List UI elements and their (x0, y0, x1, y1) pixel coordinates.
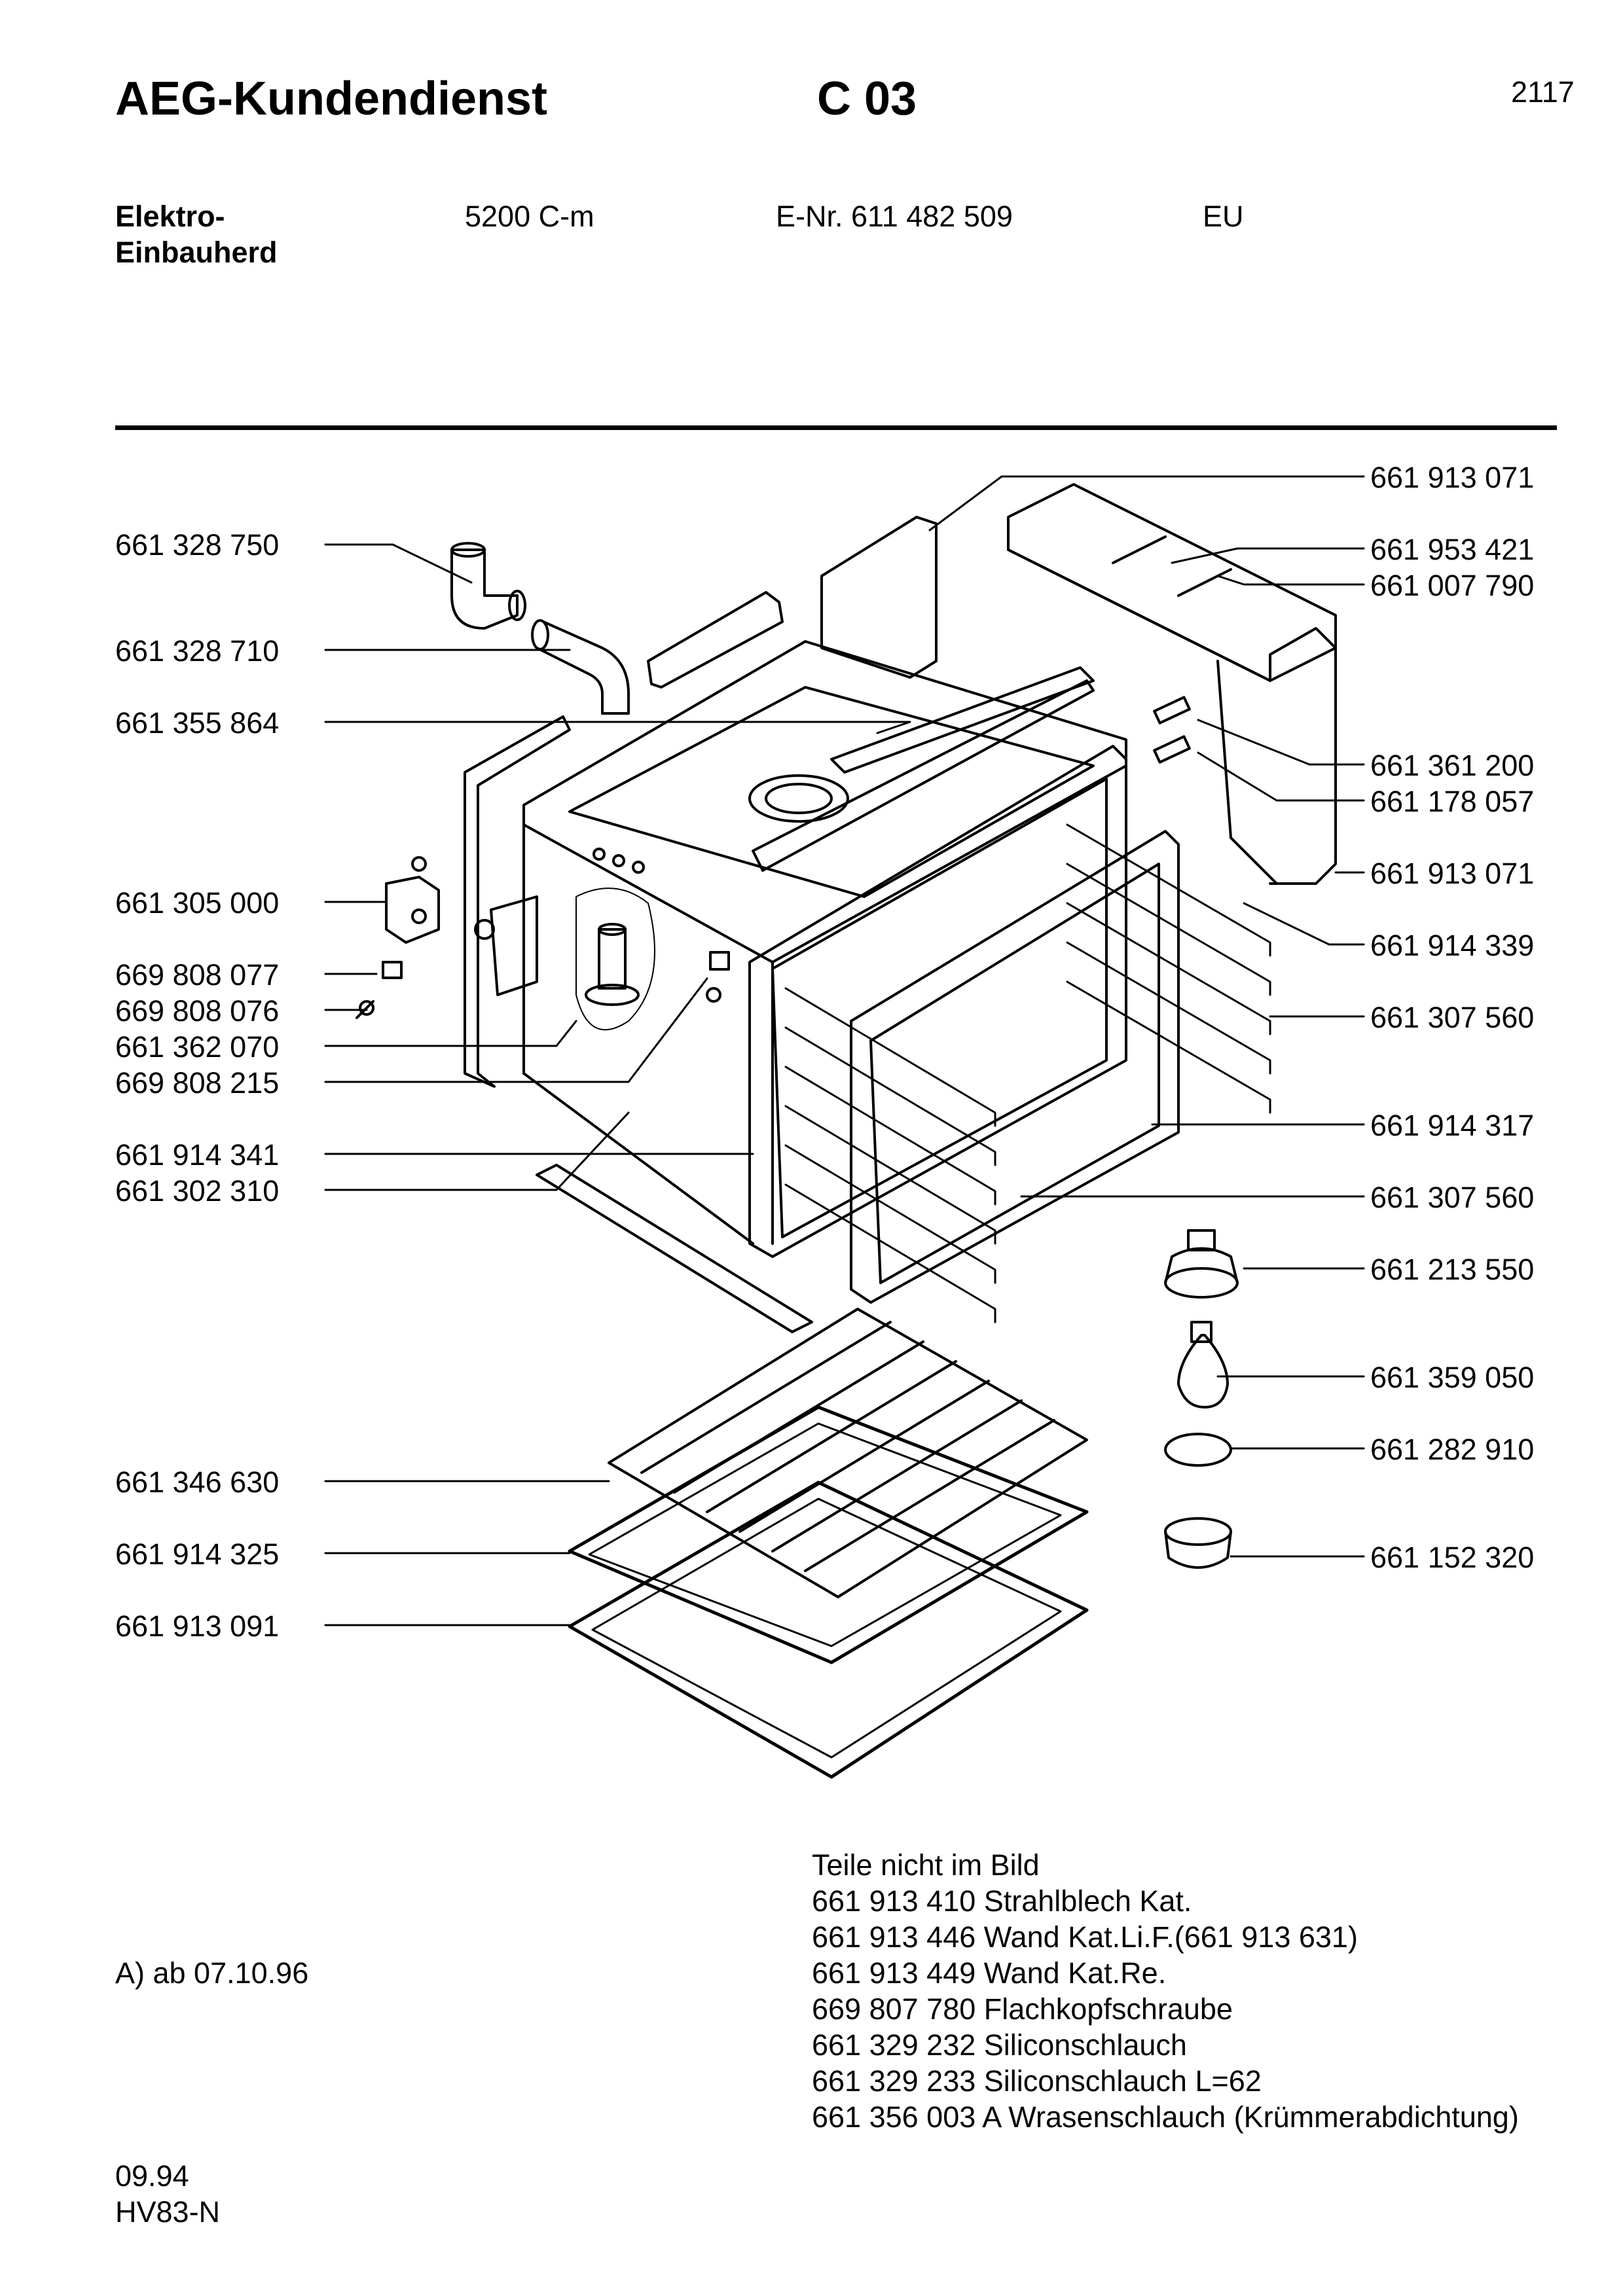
grill-frame (568, 1405, 1089, 1664)
frame-inner (588, 1422, 1062, 1647)
brand-title: AEG-Kundendienst (115, 73, 547, 125)
back-panel-top (820, 516, 938, 679)
part-label-left: 661 328 710 (115, 634, 280, 668)
part-label-left: 661 328 750 (115, 528, 280, 562)
part-label-left: 661 914 341 (115, 1138, 280, 1172)
part-label-right: 661 307 560 (1370, 1001, 1535, 1034)
part-label-right: 661 152 320 (1370, 1541, 1535, 1574)
region-code: EU (1203, 200, 1244, 233)
lamp-bulb (1177, 1321, 1229, 1408)
part-label-right: 661 007 790 (1370, 569, 1535, 602)
notes-item: 661 329 232 Siliconschlauch (812, 2028, 1187, 2062)
shelf-supports (784, 823, 1271, 1323)
model-number: 5200 C-m (465, 200, 594, 233)
part-label-left: 669 808 215 (115, 1066, 280, 1100)
side-strip-top (647, 591, 784, 689)
part-label-right: 661 282 910 (1370, 1433, 1535, 1466)
part-label-right: 661 914 317 (1370, 1109, 1535, 1142)
lamp-seal-ring (1164, 1433, 1232, 1467)
notes-item: 669 807 780 Flachkopfschraube (812, 1992, 1233, 2026)
document-code: HV83-N (115, 2195, 221, 2229)
part-label-right: 661 913 071 (1370, 857, 1535, 890)
part-label-left: 661 914 325 (115, 1537, 280, 1571)
revision-note: A) ab 07.10.96 (115, 1956, 309, 1990)
rail-top (830, 666, 1095, 774)
part-label-right: 661 213 550 (1370, 1253, 1535, 1286)
part-label-left: 661 355 864 (115, 706, 280, 740)
bracket-parts (356, 856, 730, 1019)
device-type-line1: Elektro- (115, 200, 225, 233)
part-label-right: 661 307 560 (1370, 1181, 1535, 1214)
door-seal-inner (591, 1498, 1062, 1759)
part-label-right: 661 914 339 (1370, 929, 1535, 962)
print-date: 09.94 (115, 2159, 189, 2193)
notes-item: 661 329 233 Siliconschlauch L=62 (812, 2064, 1262, 2098)
parts-not-shown: Teile nicht im Bild 661 913 410 Strahlbl… (812, 1847, 1519, 2135)
sensor-parts (1153, 696, 1191, 764)
leader-lines-left (324, 543, 911, 1626)
device-type-line2: Einbauherd (115, 236, 278, 269)
part-label-left: 669 808 077 (115, 958, 280, 992)
bottom-strip (536, 1164, 813, 1333)
front-frame (748, 745, 1180, 1304)
notes-heading: Teile nicht im Bild (812, 1848, 1040, 1882)
section-code: C 03 (817, 73, 917, 125)
notes-item: 661 913 446 Wand Kat.Li.F.(661 913 631) (812, 1920, 1358, 1954)
door-seal-outer (568, 1480, 1089, 1779)
page-number: 2117 (1511, 75, 1575, 109)
hose (531, 619, 630, 715)
part-label-left: 661 346 630 (115, 1465, 280, 1499)
part-label-left: 661 362 070 (115, 1030, 280, 1064)
leader-lines-right (928, 475, 1365, 1558)
lamp-cover (1164, 1517, 1232, 1569)
part-label-right: 661 913 071 (1370, 461, 1535, 494)
elbow-pipe (450, 542, 526, 630)
rail-top-2 (752, 679, 1095, 872)
part-label-right: 661 953 421 (1370, 533, 1535, 566)
header-divider (115, 425, 1557, 430)
part-label-right: 661 361 200 (1370, 749, 1535, 782)
notes-item: 661 356 003 A Wrasenschlauch (Krümmerabd… (812, 2100, 1519, 2134)
insulation-block (1007, 483, 1337, 885)
notes-item: 661 913 449 Wand Kat.Re. (812, 1956, 1167, 1990)
e-number: E-Nr. 611 482 509 (776, 200, 1013, 233)
side-cartridge (490, 888, 655, 1031)
part-label-right: 661 178 057 (1370, 785, 1535, 818)
part-label-left: 661 913 091 (115, 1609, 280, 1643)
notes-item: 661 913 410 Strahlblech Kat. (812, 1884, 1192, 1918)
part-label-left: 669 808 076 (115, 994, 280, 1028)
part-label-left: 661 305 000 (115, 886, 280, 920)
part-label-left: 661 302 310 (115, 1174, 280, 1208)
part-label-right: 661 359 050 (1370, 1361, 1535, 1394)
oven-housing (522, 640, 1127, 1245)
lamp-socket (1164, 1229, 1239, 1299)
